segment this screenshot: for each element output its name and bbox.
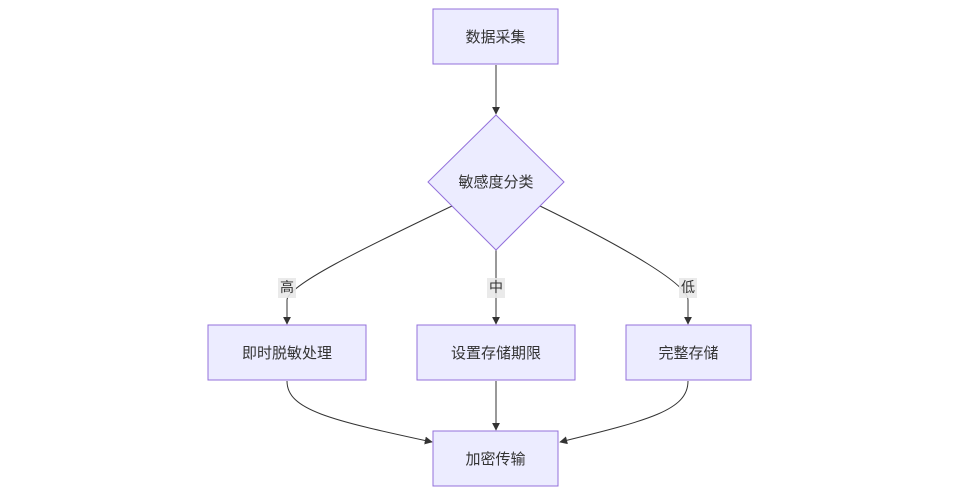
edge-label-low-text: 低: [681, 280, 695, 296]
node-instant-desensitization[interactable]: 即时脱敏处理: [207, 324, 367, 381]
edge-classify-to-desensitize: [283, 205, 453, 325]
node-sensitivity-classification-label: 敏感度分类: [458, 173, 533, 191]
node-set-retention-period-label: 设置存储期限: [451, 344, 541, 362]
edge-label-low: 低: [679, 278, 697, 298]
edge-classify-to-full-store: [539, 205, 692, 325]
node-data-collection-label: 数据采集: [465, 28, 525, 46]
edge-label-medium-text: 中: [489, 280, 503, 296]
edges: [283, 65, 692, 445]
edge-label-medium: 中: [487, 278, 505, 298]
edge-full-store-to-encrypt: [559, 380, 689, 445]
edge-label-high-text: 高: [280, 279, 294, 296]
node-encrypted-transmission-label: 加密传输: [465, 450, 525, 468]
edge-label-high: 高: [278, 278, 296, 298]
edge-desensitize-to-encrypt: [286, 380, 433, 445]
node-full-storage-label: 完整存储: [658, 344, 718, 362]
node-instant-desensitization-label: 即时脱敏处理: [242, 344, 332, 362]
node-full-storage[interactable]: 完整存储: [625, 324, 752, 381]
node-encrypted-transmission[interactable]: 加密传输: [432, 430, 559, 487]
node-set-retention-period[interactable]: 设置存储期限: [416, 324, 576, 381]
node-sensitivity-classification[interactable]: 敏感度分类: [427, 114, 565, 251]
node-data-collection[interactable]: 数据采集: [432, 8, 559, 65]
